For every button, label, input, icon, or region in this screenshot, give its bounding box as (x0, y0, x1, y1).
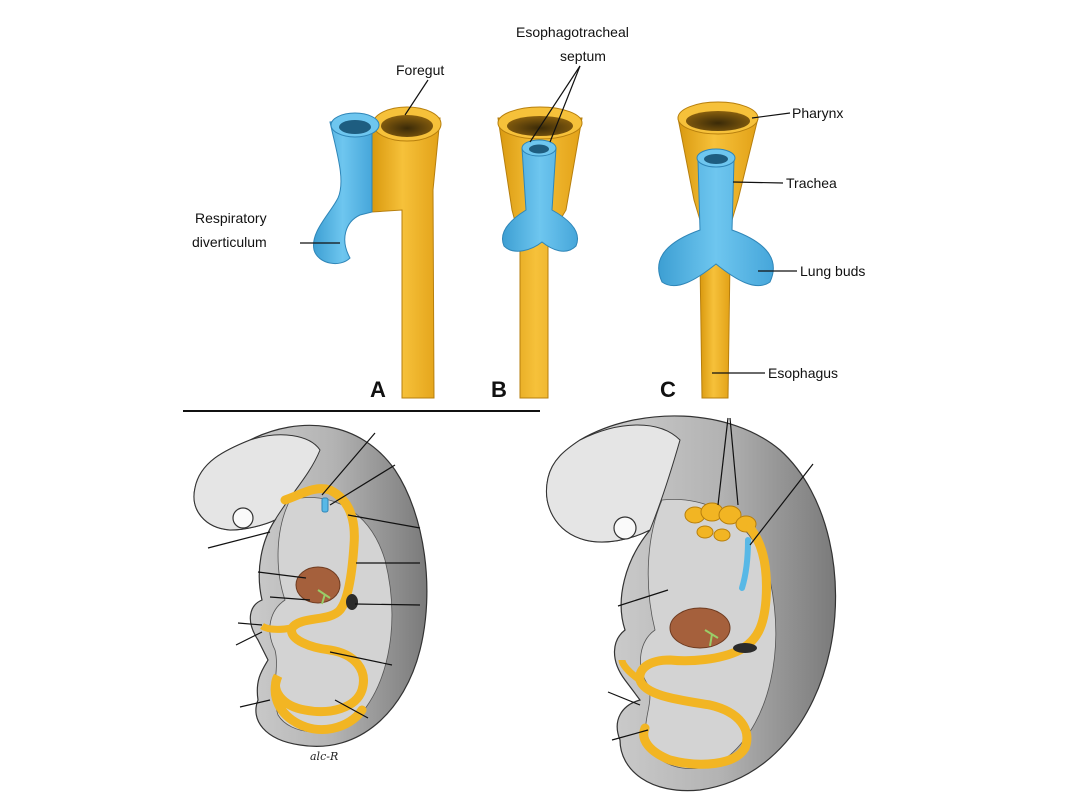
label-esophagotracheal-2: septum (560, 48, 606, 64)
panel-b: B (491, 106, 583, 402)
label-lung-buds: Lung buds (800, 263, 865, 279)
label-respiratory-1: Respiratory (195, 210, 267, 226)
embryo-right-leaders (607, 417, 814, 741)
panel-letter-c: C (660, 377, 676, 402)
embryo-left-leaders (207, 432, 421, 719)
label-respiratory-2: diverticulum (192, 234, 267, 250)
label-esophagus: Esophagus (768, 365, 838, 381)
embryo-right-heart (733, 643, 757, 653)
embryo-left-liver (295, 566, 341, 604)
embryo-left: alc-R (193, 424, 428, 763)
panel-c: C (658, 101, 774, 402)
embryo-right-pharynx (684, 502, 757, 542)
top-labels: Foregut Esophagotracheal septum Pharynx … (192, 24, 865, 381)
panel-letter-a: A (370, 377, 386, 402)
label-esophagotracheal-1: Esophagotracheal (516, 24, 629, 40)
embryo-right-liver (669, 607, 731, 649)
embryo-right (546, 415, 837, 792)
embryo-right-resp (739, 537, 751, 591)
panel-letter-b: B (491, 377, 507, 402)
embryo-right-gut (635, 523, 771, 769)
embryo-left-heart (346, 594, 358, 610)
panel-a: A (313, 106, 442, 402)
foregut-tube-a (371, 117, 441, 399)
embryo-right-eye (613, 516, 637, 540)
label-trachea: Trachea (786, 175, 837, 191)
embryo-left-resp-bud (321, 497, 329, 513)
trachea-c (658, 159, 774, 287)
signature: alc-R (310, 750, 338, 763)
respiratory-diverticulum-a (313, 117, 373, 265)
label-foregut: Foregut (396, 62, 444, 78)
trachea-b (502, 147, 578, 252)
embryo-left-gut (270, 484, 368, 734)
esophagus-c (699, 259, 731, 399)
embryo-left-eye (232, 507, 254, 529)
label-pharynx: Pharynx (792, 105, 843, 121)
